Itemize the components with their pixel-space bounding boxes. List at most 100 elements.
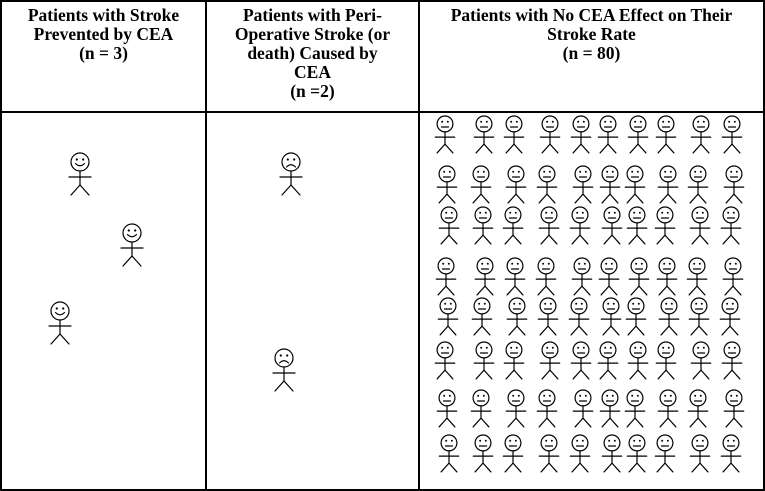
stick-figure-neutral xyxy=(503,341,525,380)
stick-figure-neutral xyxy=(569,206,591,245)
stick-figure-frown xyxy=(272,348,296,392)
stick-figure-neutral xyxy=(627,341,649,380)
stick-figure-neutral xyxy=(723,165,745,204)
stick-figure-neutral xyxy=(720,434,742,473)
header-line: (n = 80) xyxy=(562,43,621,63)
stick-figure-neutral xyxy=(627,115,649,154)
stick-figure-neutral xyxy=(505,389,527,428)
stick-figure-neutral xyxy=(689,206,711,245)
stick-figure-neutral xyxy=(625,297,647,336)
stick-figure-neutral xyxy=(569,434,591,473)
stick-figure-neutral xyxy=(570,115,592,154)
stick-figure-neutral xyxy=(601,434,623,473)
stick-figure-smile xyxy=(48,301,72,345)
header-line: Patients with No CEA Effect on Their xyxy=(450,5,733,25)
table-border-top xyxy=(0,0,765,2)
stick-figure-neutral xyxy=(723,389,745,428)
stick-figure-neutral xyxy=(504,257,526,296)
stick-figure-neutral xyxy=(438,434,460,473)
stick-figure-neutral xyxy=(570,341,592,380)
header-no-effect: Patients with No CEA Effect on Their Str… xyxy=(420,0,763,112)
header-line: Patients with Stroke xyxy=(27,5,180,25)
stick-figure-neutral xyxy=(624,165,646,204)
stick-figure-neutral xyxy=(686,257,708,296)
table-border-bottom xyxy=(0,489,765,491)
stick-figure-neutral xyxy=(626,206,648,245)
stick-figure-neutral xyxy=(472,434,494,473)
stick-figure-neutral xyxy=(436,165,458,204)
stick-figure-neutral xyxy=(721,115,743,154)
stick-figure-neutral xyxy=(599,389,621,428)
stick-figure-neutral xyxy=(470,389,492,428)
header-stroke-caused: Patients with Peri- Operative Stroke (or… xyxy=(207,0,418,112)
header-line: (n = 3) xyxy=(79,43,128,63)
stick-figure-neutral xyxy=(624,389,646,428)
header-line: Operative Stroke (or xyxy=(234,24,391,44)
stick-figure-neutral xyxy=(626,434,648,473)
stick-figure-frown xyxy=(279,152,303,196)
stick-figure-neutral xyxy=(572,389,594,428)
column-divider-1 xyxy=(205,0,207,491)
stick-figure-neutral xyxy=(690,341,712,380)
stick-figure-neutral xyxy=(506,297,528,336)
stick-figure-neutral xyxy=(505,165,527,204)
header-line: CEA xyxy=(294,62,331,82)
stick-figure-neutral xyxy=(472,206,494,245)
stick-figure-neutral xyxy=(655,341,677,380)
stick-figure-neutral xyxy=(437,297,459,336)
stick-figure-neutral xyxy=(719,297,741,336)
stick-figure-neutral xyxy=(473,341,495,380)
header-line: Patients with Peri- xyxy=(242,5,382,25)
stick-figure-neutral xyxy=(654,206,676,245)
stick-figure-neutral xyxy=(434,341,456,380)
stick-figure-smile xyxy=(68,152,92,196)
stick-figure-neutral xyxy=(571,257,593,296)
column-divider-2 xyxy=(418,0,420,491)
header-line: Prevented by CEA xyxy=(33,24,174,44)
stick-figure-neutral xyxy=(471,297,493,336)
stick-figure-neutral xyxy=(539,341,561,380)
stick-figure-neutral xyxy=(656,257,678,296)
stick-figure-neutral xyxy=(689,434,711,473)
stick-figure-neutral xyxy=(572,165,594,204)
stick-figure-neutral xyxy=(470,165,492,204)
stick-figure-neutral xyxy=(597,115,619,154)
header-stroke-prevented: Patients with Stroke Prevented by CEA (n… xyxy=(2,0,205,112)
stick-figure-neutral xyxy=(599,165,621,204)
stick-figure-neutral xyxy=(473,115,495,154)
stick-figure-neutral xyxy=(600,297,622,336)
stick-figure-neutral xyxy=(539,115,561,154)
stick-figure-neutral xyxy=(722,257,744,296)
stick-figure-neutral xyxy=(657,389,679,428)
stick-figure-neutral xyxy=(536,389,558,428)
stick-figure-neutral xyxy=(720,206,742,245)
stick-figure-neutral xyxy=(598,257,620,296)
stick-figure-neutral xyxy=(536,165,558,204)
stick-figure-neutral xyxy=(503,115,525,154)
header-divider xyxy=(0,111,765,113)
stick-figure-neutral xyxy=(597,341,619,380)
stick-figure-neutral xyxy=(502,434,524,473)
stick-figure-neutral xyxy=(687,165,709,204)
stick-figure-neutral xyxy=(474,257,496,296)
stick-figure-neutral xyxy=(436,389,458,428)
stick-figure-neutral xyxy=(438,206,460,245)
stick-figure-neutral xyxy=(658,297,680,336)
stick-figure-neutral xyxy=(657,165,679,204)
header-line: death) Caused by xyxy=(247,43,378,63)
stick-figure-neutral xyxy=(535,257,557,296)
stick-figure-neutral xyxy=(688,297,710,336)
stick-figure-neutral xyxy=(568,297,590,336)
stick-figure-neutral xyxy=(502,206,524,245)
table-border-right xyxy=(763,0,765,491)
stick-figure-neutral xyxy=(537,297,559,336)
stick-figure-neutral xyxy=(654,434,676,473)
header-line: (n =2) xyxy=(290,81,335,101)
stick-figure-neutral xyxy=(687,389,709,428)
stick-figure-neutral xyxy=(434,115,456,154)
stick-figure-neutral xyxy=(538,206,560,245)
stick-figure-neutral xyxy=(628,257,650,296)
header-line: Stroke Rate xyxy=(547,24,636,44)
